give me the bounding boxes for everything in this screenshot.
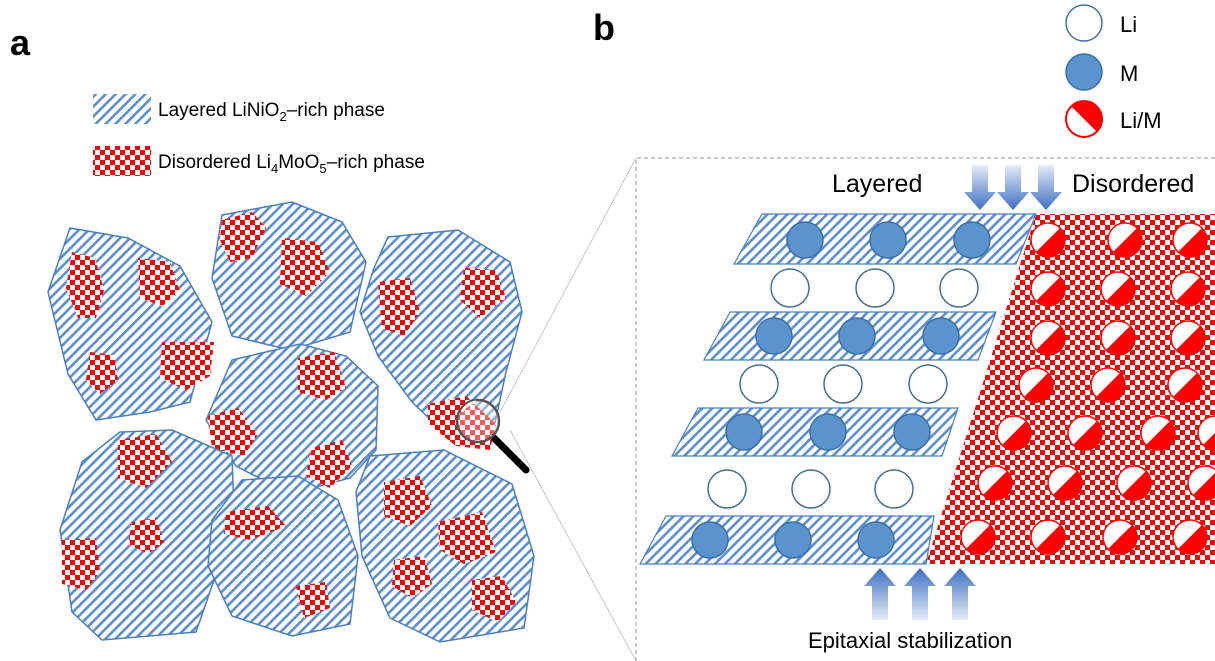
mixed-atom (977, 465, 1013, 501)
m-atom (838, 317, 876, 355)
m-atom (755, 317, 793, 355)
li-atoms (707, 268, 979, 509)
m-atom (809, 413, 847, 451)
mixed-atom (1187, 465, 1215, 501)
particle (47, 227, 214, 421)
mixed-atom (1170, 271, 1206, 307)
legend-disordered-text: Disordered Li4MoO5–rich phase (158, 152, 425, 176)
particle (355, 449, 535, 643)
particle (211, 201, 367, 351)
legend-disordered-swatch (93, 146, 151, 176)
m-atoms (691, 221, 991, 559)
disordered-label: Disordered (1072, 170, 1194, 198)
mixed-atom (1030, 519, 1066, 555)
li-atom (855, 268, 895, 308)
mixed-atom (1140, 415, 1176, 451)
particle (59, 429, 235, 641)
up-arrow-icon (864, 568, 896, 620)
m-atom (953, 221, 991, 259)
mixed-atom (1172, 519, 1208, 555)
mixed-atom (1030, 271, 1066, 307)
li-atom-key (1065, 4, 1103, 42)
panel-a-label: a (10, 22, 31, 63)
m-atom (922, 317, 960, 355)
particle (207, 475, 359, 637)
down-arrow-icon (1030, 165, 1062, 210)
particle (359, 229, 523, 450)
mixed-atom (1170, 320, 1206, 356)
li-atom (739, 364, 779, 404)
mixed-atom (1167, 367, 1203, 403)
m-atom (774, 521, 812, 559)
zoom-frame (635, 157, 1215, 661)
down-arrow-icon (964, 165, 996, 210)
li-key-label: Li (1120, 12, 1137, 37)
legend-layered-swatch (93, 94, 151, 124)
li-atom (823, 364, 863, 404)
mixed-atom (1116, 465, 1152, 501)
m-atom (893, 413, 931, 451)
m-atom (691, 521, 729, 559)
atom-key: Li M Li/M (1065, 4, 1162, 138)
li-atom (908, 364, 948, 404)
panel-b-label: b (593, 7, 615, 48)
m-atom (786, 221, 824, 259)
li-atom (939, 268, 979, 308)
m-atom (725, 413, 763, 451)
mixed-atom (1030, 320, 1066, 356)
mixed-atom (1067, 415, 1103, 451)
m-key-label: M (1120, 61, 1138, 86)
mixed-key-label: Li/M (1120, 108, 1162, 133)
mixed-atom (1172, 222, 1208, 258)
m-atom-key (1065, 53, 1103, 91)
mixed-atom (1100, 271, 1136, 307)
zoom-guide-line (499, 157, 637, 413)
epitaxial-label: Epitaxial stabilization (808, 628, 1012, 653)
li-atom (707, 469, 747, 509)
m-atom (869, 221, 907, 259)
li-atom (791, 469, 831, 509)
mixed-atom (1102, 519, 1138, 555)
mixed-atom (1030, 222, 1066, 258)
mixed-atom (1090, 367, 1126, 403)
layered-label: Layered (832, 170, 922, 198)
li-atom (770, 268, 810, 308)
mixed-atom (1107, 222, 1143, 258)
mixed-atom (1197, 415, 1215, 451)
legend-layered-text: Layered LiNiO2–rich phase (158, 100, 385, 124)
particle-cluster (47, 201, 535, 643)
mixed-atom (1018, 367, 1054, 403)
down-arrow-icon (997, 165, 1029, 210)
mixed-atom (1047, 465, 1083, 501)
mixed-atoms (960, 222, 1215, 555)
m-atom (857, 521, 895, 559)
mixed-atom (960, 519, 996, 555)
top-arrows (964, 165, 1062, 210)
mixed-atom (1100, 320, 1136, 356)
up-arrow-icon (944, 568, 976, 620)
li-atom (874, 469, 914, 509)
magnifier-icon (455, 398, 530, 474)
mixed-atom (996, 415, 1032, 451)
up-arrow-icon (904, 568, 936, 620)
zoom-guide-line (509, 429, 637, 661)
bottom-arrows (864, 568, 976, 620)
particle (205, 343, 379, 495)
mixed-atom-key (1065, 100, 1103, 138)
